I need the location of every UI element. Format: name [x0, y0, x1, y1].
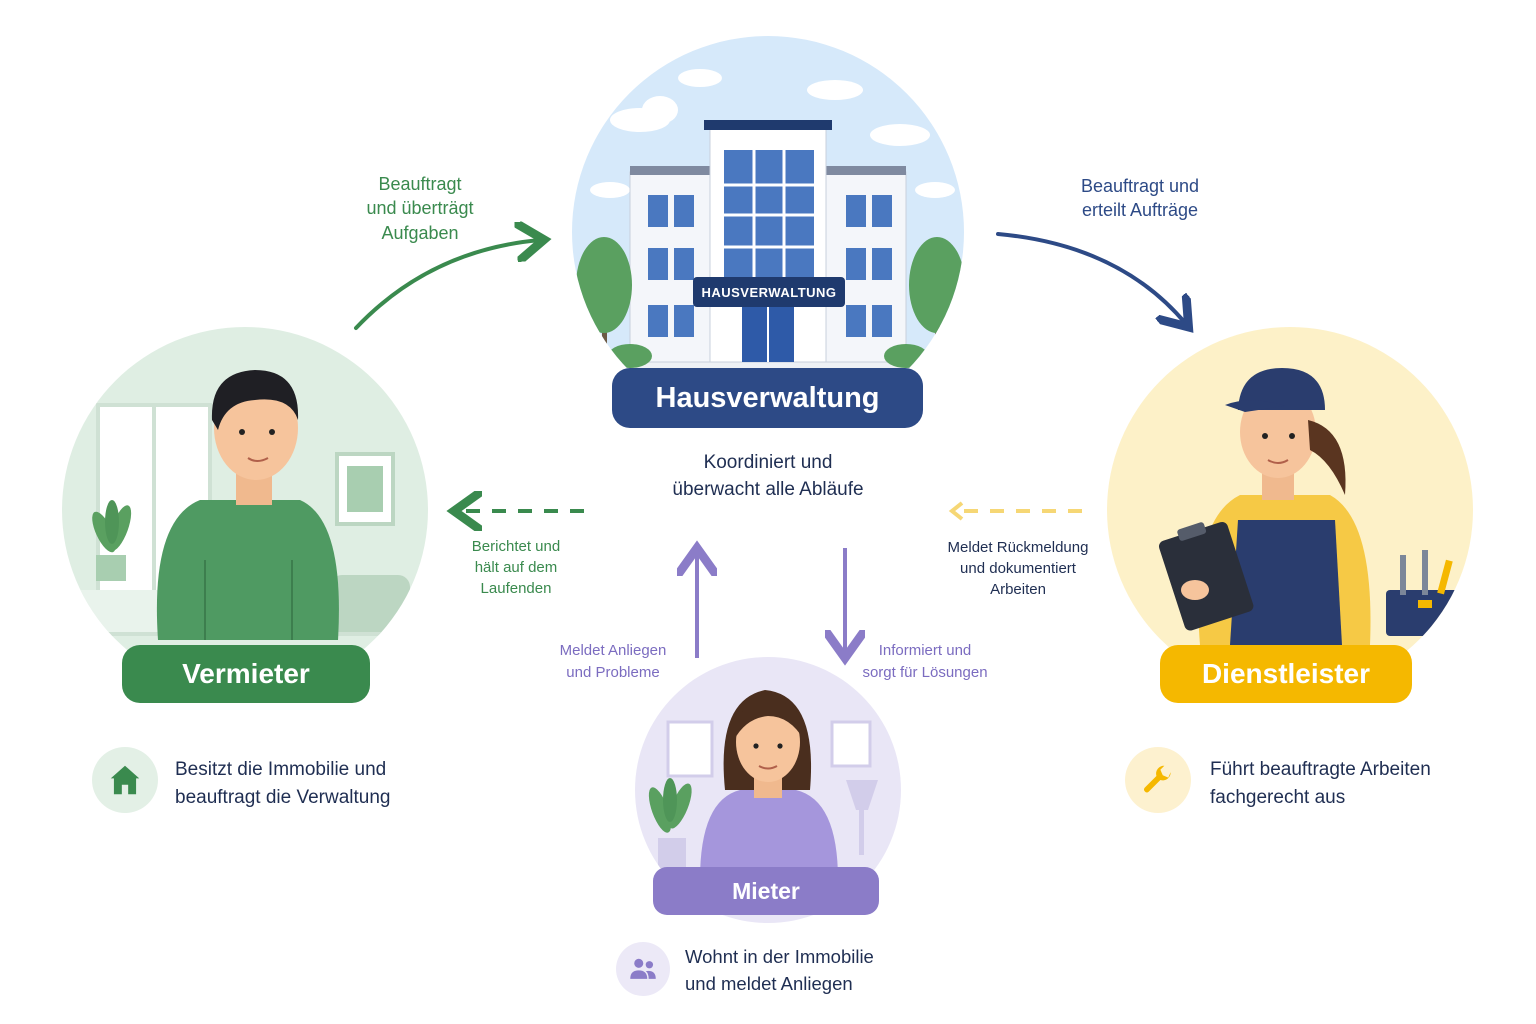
provider-description: Führt beauftragte Arbeiten fachgerecht a… [1210, 759, 1431, 808]
arrow-landlord-to-management [354, 240, 540, 330]
management-label: Hausverwaltung [612, 368, 923, 428]
flow-text-management-to-tenant: Informiert und sorgt für Lösungen [862, 642, 988, 681]
people-icon [616, 942, 670, 996]
management-center-text: Koordiniert und überwacht alle Abläufe [672, 452, 864, 500]
building-sign [693, 277, 845, 307]
provider-illustration [1107, 327, 1473, 693]
flow-text-management-to-provider: Beauftragt und erteilt Aufträge [1080, 176, 1200, 221]
building-sign-text: HAUSVERWALTUNG [701, 284, 837, 300]
flow-text-management-to-landlord: Berichtet und hält auf dem Laufenden [471, 538, 561, 597]
landlord-illustration [62, 327, 428, 693]
landlord-description: Besitzt die Immobilie und beauftragt die… [175, 759, 391, 808]
provider-label: Dienstleister [1160, 645, 1412, 703]
landlord-label: Vermieter [122, 645, 370, 703]
flow-text-landlord-to-management: Beauftragt und überträgt Aufgaben [366, 174, 474, 243]
tenant-description: Wohnt in der Immobilie und meldet Anlieg… [685, 946, 874, 994]
wrench-icon [1125, 747, 1191, 813]
flow-text-provider-to-management: Meldet Rückmeldung und dokumentiert Arbe… [947, 539, 1089, 598]
tenant-illustration [635, 657, 901, 923]
tenant-label: Mieter [653, 867, 879, 915]
house-icon [92, 747, 158, 813]
arrow-provider-to-management-head [948, 501, 964, 521]
arrow-management-to-provider [996, 232, 1186, 324]
flow-text-tenant-to-management: Meldet Anliegen und Probleme [559, 642, 667, 681]
